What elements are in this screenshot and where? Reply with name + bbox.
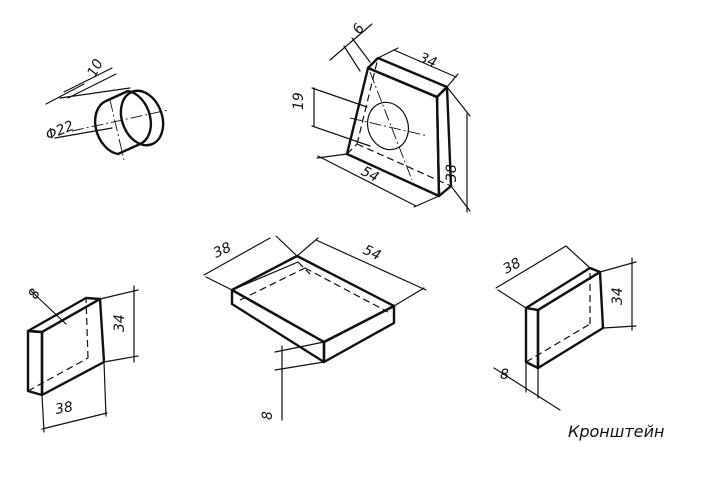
web-bottom-dimension-line bbox=[317, 155, 417, 207]
web-part: 6 34 19 54 38 bbox=[291, 21, 471, 213]
base-width-label: 38 bbox=[211, 240, 234, 262]
base-hidden-edge bbox=[239, 267, 306, 301]
bushing-leader-line bbox=[45, 83, 85, 105]
bushing-axis bbox=[71, 109, 169, 132]
web-top-width-label: 34 bbox=[417, 50, 440, 72]
base-width-dimension-line bbox=[203, 237, 271, 276]
left-plate-height-extension bbox=[99, 289, 139, 300]
left-plate-part: 8 34 38 bbox=[26, 285, 139, 433]
right-plate-thickness-dimension-line bbox=[493, 367, 561, 411]
right-plate-top-face bbox=[524, 266, 602, 312]
web-thickness-extension bbox=[351, 37, 371, 63]
left-plate-front-face bbox=[40, 297, 106, 397]
web-height-extension bbox=[446, 86, 471, 117]
left-plate-thickness-leader bbox=[29, 289, 67, 325]
base-hidden-edge bbox=[297, 261, 311, 275]
web-thickness-extension bbox=[343, 45, 361, 72]
bushing-part: 10 Φ22 bbox=[44, 57, 169, 161]
bushing-diameter-label: Φ22 bbox=[44, 118, 77, 144]
right-plate-height-extension bbox=[602, 325, 637, 329]
left-plate-hidden-edge bbox=[85, 297, 89, 359]
left-plate-width-extension bbox=[103, 361, 107, 417]
bushing-centerline bbox=[109, 99, 125, 161]
bushing-diameter-leader bbox=[54, 127, 113, 139]
web-top-extension bbox=[446, 73, 459, 88]
right-plate-thickness-label: 8 bbox=[500, 367, 509, 383]
left-plate-height-label: 34 bbox=[112, 314, 128, 332]
web-hole-height-label: 19 bbox=[291, 92, 307, 110]
left-plate-height-extension bbox=[103, 355, 139, 363]
web-hidden-edge bbox=[356, 57, 379, 145]
right-plate-width-extension bbox=[497, 289, 527, 309]
left-plate-width-label: 38 bbox=[54, 399, 74, 418]
base-top-face bbox=[230, 254, 396, 344]
web-hole-height-extension bbox=[311, 125, 371, 147]
web-hole-height-extension bbox=[311, 87, 368, 108]
base-thickness-label: 8 bbox=[260, 411, 276, 420]
left-plate-width-dimension-line bbox=[41, 412, 108, 430]
right-plate-front-face bbox=[536, 270, 605, 370]
web-hidden-edge bbox=[346, 143, 358, 155]
web-hole bbox=[366, 101, 410, 151]
web-height-label: 38 bbox=[444, 164, 460, 182]
base-hidden-edge bbox=[304, 267, 389, 313]
bushing-length-dimension-line bbox=[59, 87, 131, 99]
web-top-dimension-line bbox=[393, 49, 457, 78]
base-width-extension bbox=[205, 276, 233, 291]
web-hole-centerline bbox=[349, 117, 429, 137]
web-bottom-extension bbox=[413, 195, 440, 208]
left-plate-thickness-label: 8 bbox=[26, 286, 44, 302]
right-plate-width-label: 38 bbox=[500, 255, 523, 278]
web-bottom-extension bbox=[316, 153, 348, 159]
base-length-dimension-line bbox=[315, 239, 427, 291]
right-plate-height-extension bbox=[599, 261, 637, 273]
left-plate-side-face bbox=[26, 329, 44, 397]
web-hole-centerline bbox=[369, 71, 413, 181]
web-hidden-edge bbox=[356, 143, 452, 187]
bushing-length-extension bbox=[67, 73, 117, 99]
base-thickness-extension bbox=[274, 341, 325, 353]
right-plate-part: 38 34 8 bbox=[493, 245, 637, 411]
base-length-label: 54 bbox=[360, 242, 383, 264]
right-plate-height-label: 34 bbox=[610, 287, 626, 305]
right-plate-hidden-edge bbox=[525, 323, 591, 363]
bushing-length-extension bbox=[63, 67, 113, 93]
left-plate-hidden-edge bbox=[27, 357, 89, 392]
base-width-extension bbox=[275, 235, 298, 257]
left-plate-width-extension bbox=[41, 394, 45, 433]
web-thickness-label: 6 bbox=[350, 21, 368, 37]
left-plate-top-face bbox=[26, 296, 102, 334]
base-length-extension bbox=[393, 287, 425, 307]
base-thickness-extension bbox=[274, 361, 325, 371]
bushing-length-label: 10 bbox=[84, 57, 107, 80]
right-plate-width-extension bbox=[565, 245, 591, 269]
base-side-face bbox=[322, 304, 396, 364]
base-plate-part: 38 54 8 bbox=[203, 235, 427, 421]
web-bottom-width-label: 54 bbox=[358, 163, 381, 185]
base-edge bbox=[231, 261, 299, 291]
drawing-title: Кронштейн bbox=[568, 422, 664, 441]
web-thickness-dimension-line bbox=[329, 23, 373, 61]
right-plate-width-dimension-line bbox=[495, 245, 567, 289]
base-length-extension bbox=[296, 237, 319, 257]
web-top-extension bbox=[377, 47, 399, 59]
